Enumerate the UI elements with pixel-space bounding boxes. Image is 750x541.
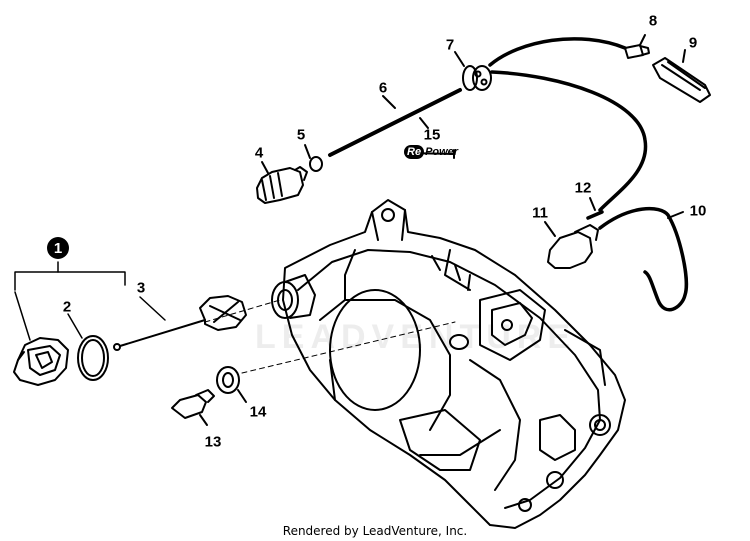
footer-credit: Rendered by LeadVenture, Inc. <box>282 524 468 538</box>
part-label-10: 10 <box>689 202 707 220</box>
primer-bulb <box>544 221 599 269</box>
part-label-14: 14 <box>249 403 267 421</box>
plug-13 <box>171 389 215 426</box>
repower-power: Power <box>425 146 459 158</box>
small-hose <box>586 197 604 220</box>
long-hoses <box>488 37 648 212</box>
part-label-7: 7 <box>445 36 455 54</box>
oil-cap <box>13 337 69 386</box>
part-label-12: 12 <box>574 179 592 197</box>
return-hose <box>598 206 689 312</box>
cap-strap <box>113 295 247 351</box>
watermark: LEADVENTURE <box>255 318 577 356</box>
grommet-5 <box>304 144 323 172</box>
part-label-13: 13 <box>204 433 222 451</box>
part-label-9: 9 <box>688 34 698 52</box>
oil-filler-neck <box>271 274 316 319</box>
repower-re: Re <box>404 145 425 159</box>
part-label-15: 15 <box>423 126 441 144</box>
fuel-filter <box>256 161 308 204</box>
fuel-filler-neck <box>449 334 469 350</box>
part-label-3: 3 <box>136 279 146 297</box>
o-ring <box>77 335 109 381</box>
part-label-11: 11 <box>532 204 548 222</box>
fuel-pickup <box>652 49 711 103</box>
assembly-lines <box>204 299 456 374</box>
part-label-2: 2 <box>62 298 72 316</box>
part-label-8: 8 <box>648 12 658 30</box>
grommet-7 <box>454 51 492 91</box>
grommet-14 <box>216 366 247 403</box>
fuel-fitting <box>624 34 650 59</box>
part-label-5: 5 <box>296 126 306 144</box>
group-bracket <box>14 261 166 341</box>
part-label-1: 1 <box>47 237 69 259</box>
part-label-6: 6 <box>378 79 388 97</box>
crankcase-housing <box>282 199 626 529</box>
part-label-4: 4 <box>254 144 264 162</box>
